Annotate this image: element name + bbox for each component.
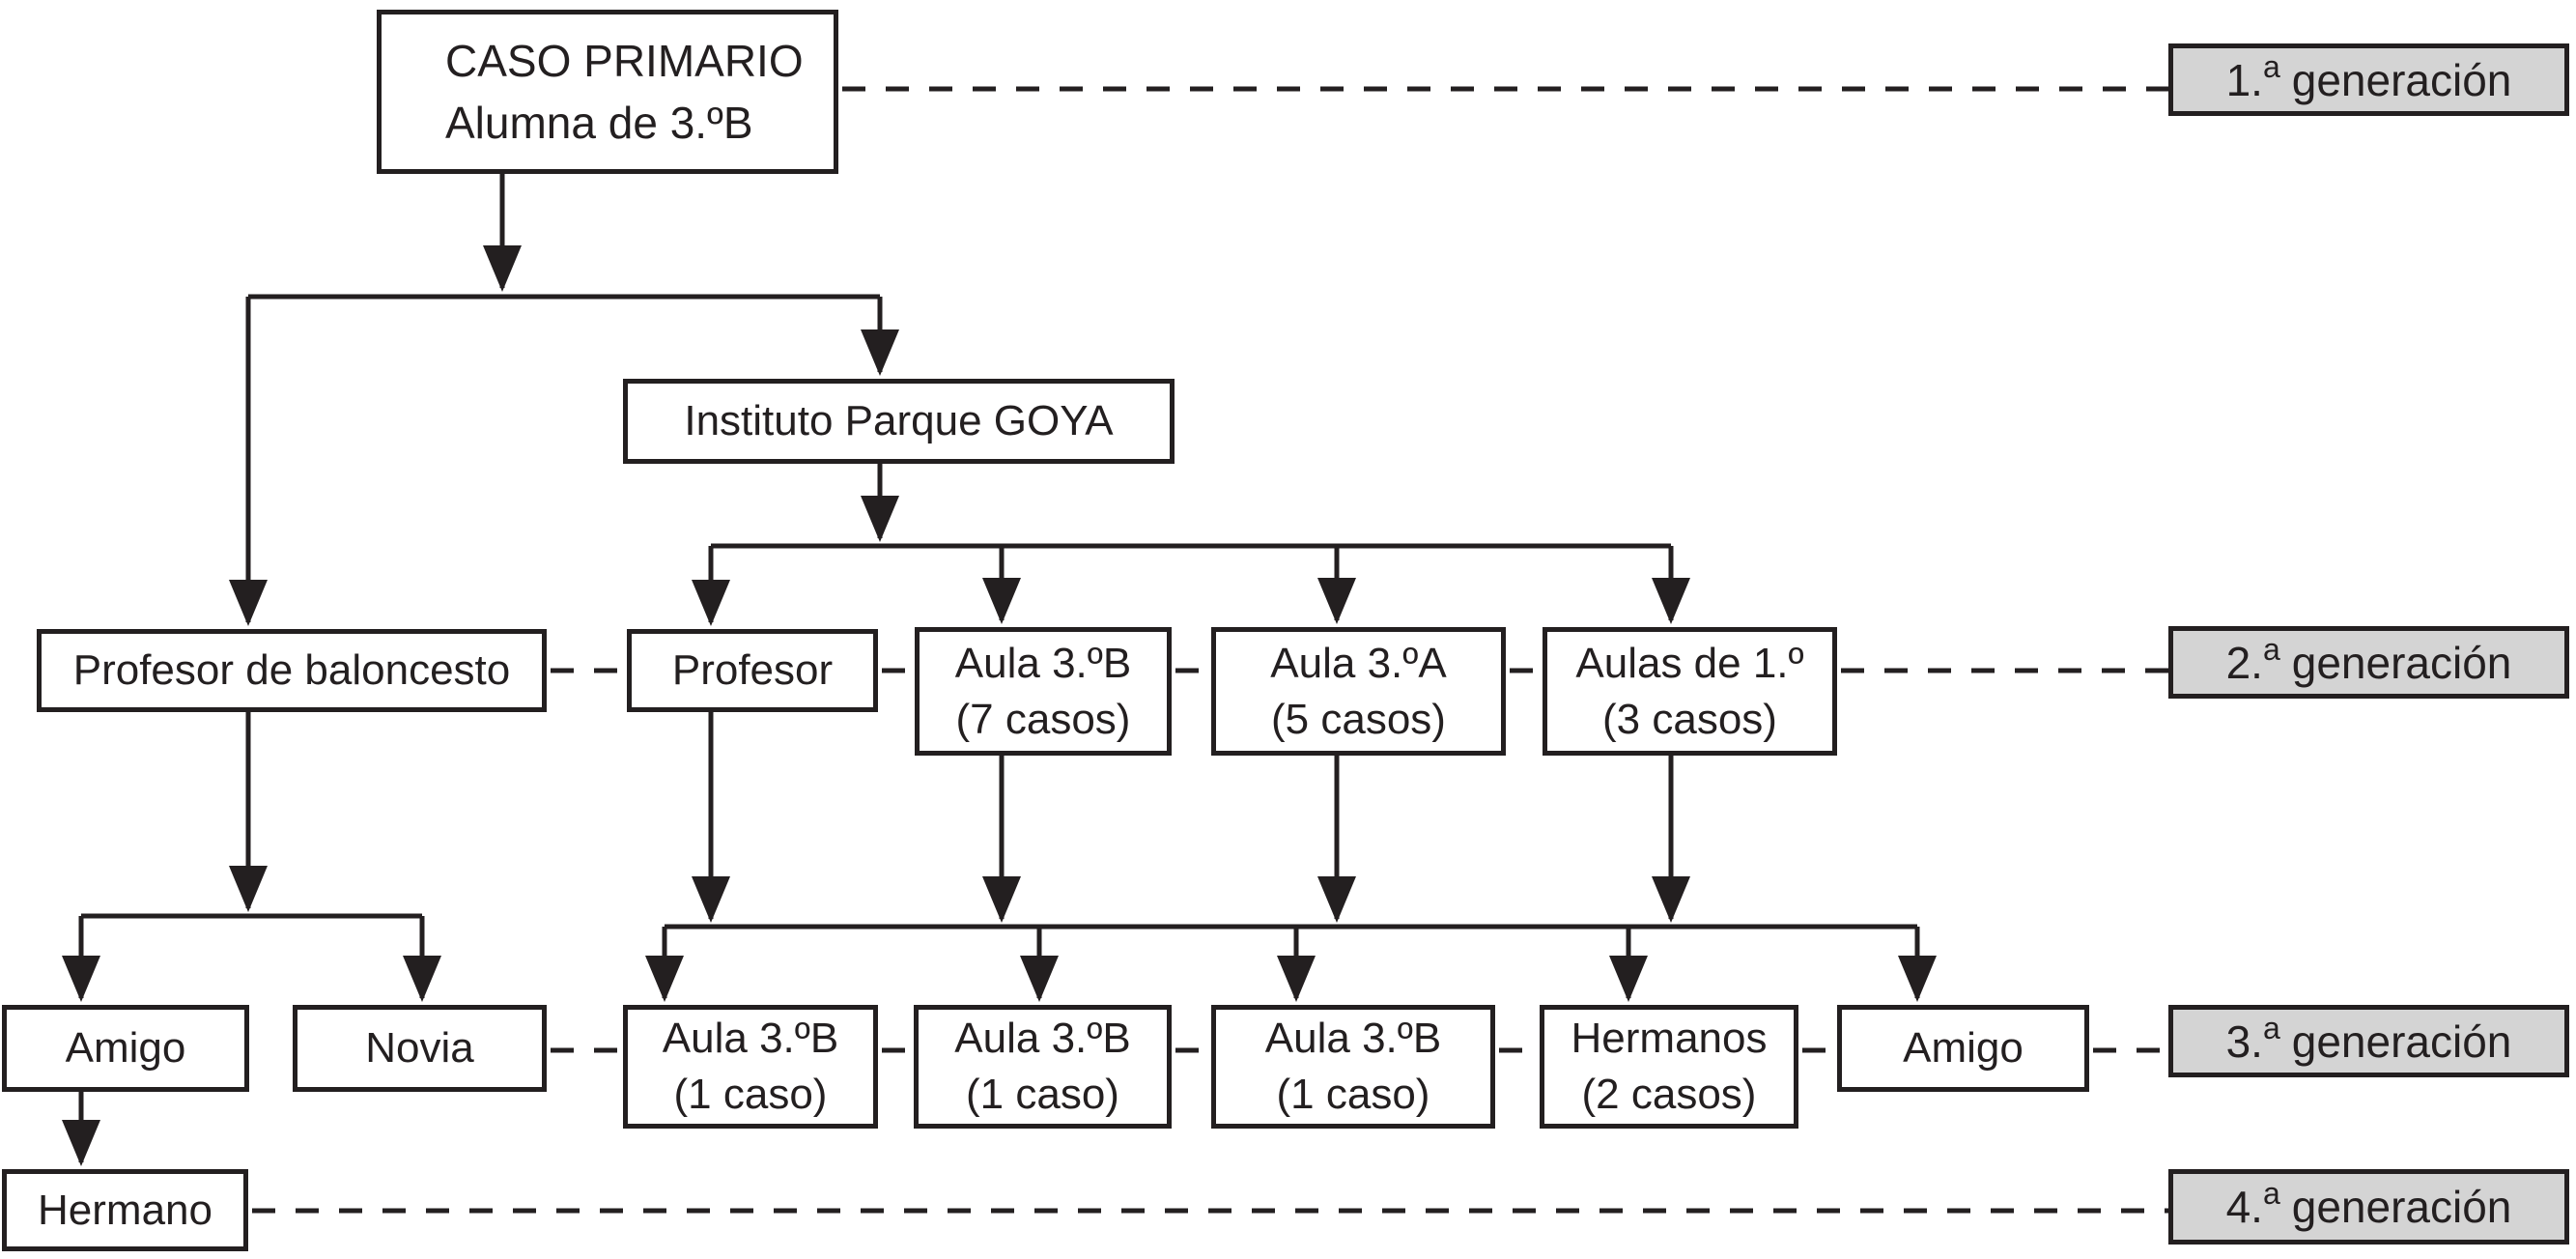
node-hermano: Hermano bbox=[2, 1169, 248, 1251]
node-novia-label: Novia bbox=[365, 1024, 474, 1072]
node-aula-3b-1caso-b-line2: (1 caso) bbox=[966, 1071, 1119, 1118]
node-hermanos-line1: Hermanos bbox=[1571, 1015, 1768, 1062]
node-aula-3a-5casos-line1: Aula 3.ºA bbox=[1270, 639, 1447, 687]
node-aula-3b-7casos-line1: Aula 3.ºB bbox=[954, 639, 1132, 687]
node-aula-3b-7casos: Aula 3.ºB (7 casos) bbox=[915, 627, 1172, 756]
solid-connectors bbox=[62, 174, 1937, 1166]
generation-1-word: generación bbox=[2291, 54, 2512, 105]
node-instituto-label: Instituto Parque GOYA bbox=[684, 397, 1114, 444]
node-profesor-baloncesto: Profesor de baloncesto bbox=[37, 629, 547, 712]
node-caso-primario-line1: CASO PRIMARIO bbox=[445, 36, 804, 86]
node-aula-3b-1caso-c: Aula 3.ºB (1 caso) bbox=[1211, 1005, 1495, 1129]
node-aula-3b-1caso-b: Aula 3.ºB (1 caso) bbox=[914, 1005, 1172, 1129]
generation-2-num: 2. bbox=[2225, 637, 2263, 688]
node-hermanos-line2: (2 casos) bbox=[1581, 1071, 1757, 1118]
generation-4-word: generación bbox=[2291, 1182, 2512, 1232]
node-novia: Novia bbox=[293, 1005, 547, 1092]
generation-3-word: generación bbox=[2291, 1016, 2512, 1067]
generation-3-num: 3. bbox=[2225, 1016, 2263, 1067]
node-profesor-label: Profesor bbox=[671, 646, 834, 694]
node-aulas-1-3casos-line2: (3 casos) bbox=[1602, 695, 1777, 743]
node-aula-3b-1caso-a: Aula 3.ºB (1 caso) bbox=[623, 1005, 878, 1129]
node-aula-3b-1caso-a-line1: Aula 3.ºB bbox=[662, 1015, 839, 1062]
node-aula-3b-1caso-c-line1: Aula 3.ºB bbox=[1264, 1015, 1442, 1062]
node-amigo-izquierda: Amigo bbox=[2, 1005, 249, 1092]
node-aula-3b-1caso-c-line2: (1 caso) bbox=[1276, 1071, 1430, 1118]
node-caso-primario-line2: Alumna de 3.ºB bbox=[445, 98, 753, 148]
node-profesor: Profesor bbox=[627, 629, 878, 712]
generation-4-num: 4. bbox=[2225, 1182, 2263, 1232]
node-amigo-derecha: Amigo bbox=[1837, 1005, 2089, 1092]
node-aula-3a-5casos: Aula 3.ºA (5 casos) bbox=[1211, 627, 1506, 756]
node-aula-3b-7casos-line2: (7 casos) bbox=[955, 695, 1131, 743]
node-aulas-1-3casos-line1: Aulas de 1.º bbox=[1575, 639, 1804, 687]
node-amigo-izquierda-label: Amigo bbox=[65, 1024, 186, 1072]
node-hermanos: Hermanos (2 casos) bbox=[1540, 1005, 1798, 1129]
generation-dashed-lines bbox=[252, 86, 2168, 1214]
generation-2-word: generación bbox=[2291, 637, 2512, 688]
node-caso-primario: CASO PRIMARIO Alumna de 3.ºB bbox=[377, 10, 838, 174]
node-instituto: Instituto Parque GOYA bbox=[623, 379, 1175, 464]
node-hermano-label: Hermano bbox=[38, 1186, 212, 1234]
node-aula-3a-5casos-line2: (5 casos) bbox=[1271, 695, 1446, 743]
node-aula-3b-1caso-b-line1: Aula 3.ºB bbox=[954, 1015, 1131, 1062]
node-amigo-derecha-label: Amigo bbox=[1903, 1024, 2024, 1072]
node-aulas-1-3casos: Aulas de 1.º (3 casos) bbox=[1543, 627, 1837, 756]
node-aula-3b-1caso-a-line2: (1 caso) bbox=[673, 1071, 828, 1118]
node-profesor-baloncesto-label: Profesor de baloncesto bbox=[72, 646, 511, 694]
generation-1-num: 1. bbox=[2225, 54, 2263, 105]
